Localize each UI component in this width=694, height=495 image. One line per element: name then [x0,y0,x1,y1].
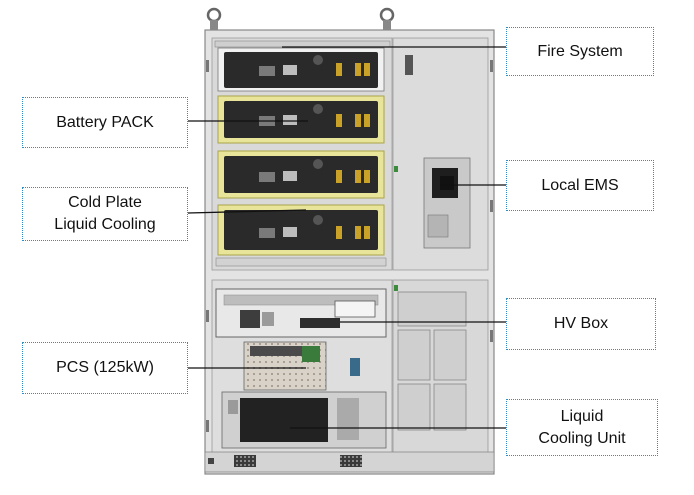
fire-system-label: Fire System [506,27,654,76]
pcs-label: PCS (125kW) [22,342,188,394]
side-panels [397,291,467,431]
hv-box-unit [215,288,387,338]
liquid-cooling-unit [221,391,387,449]
local-ems-label: Local EMS [506,160,654,211]
pcs-unit [243,341,360,391]
battery-module [217,95,385,144]
battery-pack-label: Battery PACK [22,97,188,148]
battery-module [217,204,385,256]
local-ems-unit [423,157,471,249]
leader-line-cold-plate [187,209,307,214]
battery-module [217,150,385,199]
battery-module [217,47,385,92]
hv-box-label: HV Box [506,298,656,350]
battery-pack-stack [215,47,387,267]
liquid-cooling-unit-label: Liquid Cooling Unit [506,399,658,456]
leader-lines [187,46,506,429]
cold-plate-liquid-cooling-label: Cold Plate Liquid Cooling [22,187,188,241]
lifting-eyes [206,7,395,30]
cabinet-base [204,451,495,473]
